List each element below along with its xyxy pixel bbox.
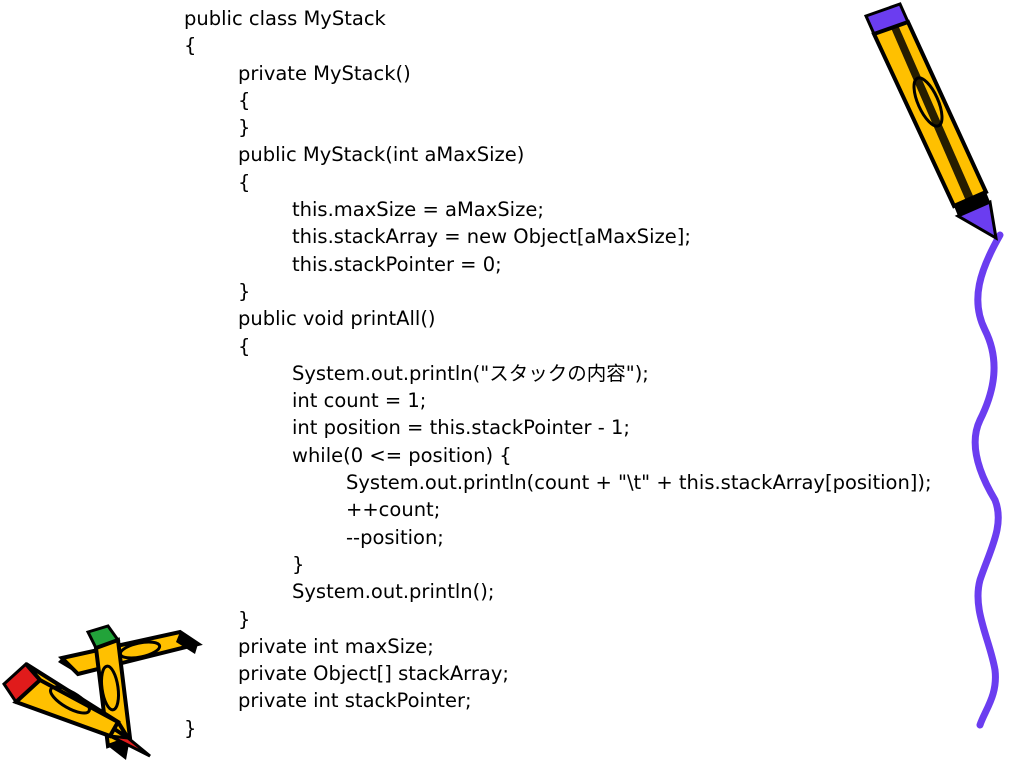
code-line: private Object[] stackArray;	[238, 662, 509, 686]
pencil-green	[58, 629, 203, 677]
pencil-cluster-icon-bottom-left	[2, 624, 203, 760]
code-line: this.stackPointer = 0;	[292, 252, 502, 276]
code-line: ++count;	[346, 498, 441, 522]
code-line: int position = this.stackPointer - 1;	[292, 416, 630, 440]
code-line: public class MyStack	[184, 7, 386, 30]
code-line: {	[184, 34, 197, 58]
code-line: int count = 1;	[292, 389, 427, 413]
code-line: }	[292, 552, 305, 576]
wavy-line-path	[971, 231, 1004, 729]
code-line: System.out.println("スタックの内容");	[292, 361, 649, 385]
wavy-line-right	[971, 231, 1004, 729]
code-line: {	[238, 170, 251, 194]
code-line: private int maxSize;	[238, 634, 434, 658]
code-line: }	[184, 716, 197, 740]
code-line: this.stackArray = new Object[aMaxSize];	[292, 225, 691, 249]
code-line: {	[238, 334, 251, 358]
code-line: }	[238, 607, 251, 631]
pencil-icon-top-right	[863, 2, 999, 241]
pencil-red	[2, 661, 151, 758]
code-line: private MyStack()	[238, 61, 411, 85]
code-line: public MyStack(int aMaxSize)	[238, 143, 525, 167]
code-line: }	[238, 116, 251, 140]
code-line: System.out.println();	[292, 580, 495, 604]
code-line: }	[238, 279, 251, 303]
pencil-shape	[863, 2, 999, 241]
code-line: public void printAll()	[238, 307, 436, 331]
code-line: this.maxSize = aMaxSize;	[292, 198, 544, 222]
code-line: while(0 <= position) {	[292, 443, 512, 467]
code-listing: public class MyStack { private MyStack() {}…	[184, 5, 932, 742]
code-line: --position;	[346, 525, 444, 549]
code-line: {	[238, 88, 251, 112]
code-line: System.out.println(count + "\t" + this.s…	[346, 471, 932, 495]
code-line: private int stackPointer;	[238, 689, 472, 713]
